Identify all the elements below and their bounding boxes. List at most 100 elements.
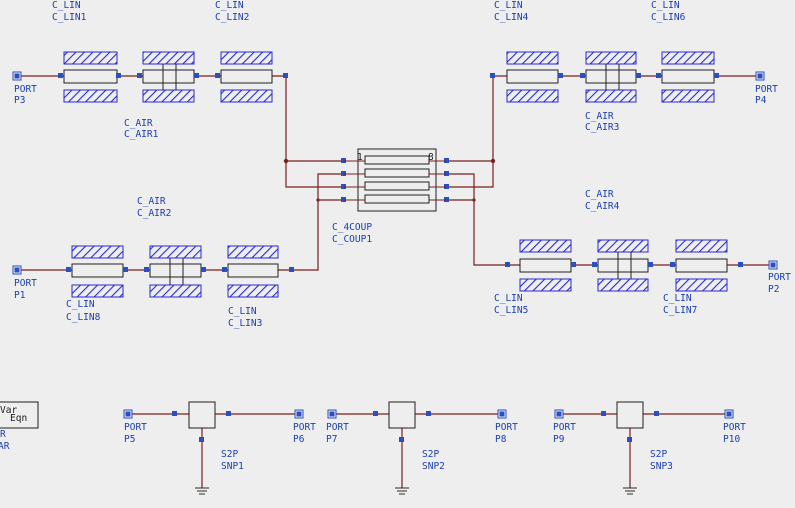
wire[interactable] xyxy=(272,75,344,162)
pin xyxy=(116,73,121,78)
pin xyxy=(738,262,743,267)
wire[interactable] xyxy=(285,161,344,188)
label-c-coup1-name: C_COUP1 xyxy=(332,234,372,245)
c-air4-component[interactable] xyxy=(597,239,649,292)
c-lin3-component[interactable] xyxy=(227,245,279,298)
c-lin1-component[interactable] xyxy=(63,51,118,103)
pin xyxy=(654,411,659,416)
port-p1[interactable] xyxy=(12,265,22,275)
port-p9[interactable] xyxy=(554,409,564,419)
label-port-p4-type: PORT xyxy=(755,84,778,95)
pin xyxy=(144,267,149,272)
label-port-p3-name: P3 xyxy=(14,95,25,106)
pin xyxy=(601,411,606,416)
label-port-p8-type: PORT xyxy=(495,422,518,433)
label-c-lin6-type: C_LIN xyxy=(651,0,680,11)
snp1-component[interactable] xyxy=(188,401,216,429)
label-port-p4-name: P4 xyxy=(755,95,767,106)
label-port-p7-type: PORT xyxy=(326,422,349,433)
c-lin5-component[interactable] xyxy=(519,239,572,292)
junction-dot xyxy=(490,158,496,164)
pin xyxy=(444,197,449,202)
snp3-component[interactable] xyxy=(616,401,644,429)
label-port-p10-type: PORT xyxy=(723,422,746,433)
pin xyxy=(444,171,449,176)
pin xyxy=(123,267,128,272)
pin xyxy=(194,73,199,78)
label-c-lin1-name: C_LIN1 xyxy=(52,12,87,23)
c-lin8-component[interactable] xyxy=(71,245,124,298)
c-air2-component[interactable] xyxy=(149,245,202,298)
c-lin4-component[interactable] xyxy=(506,51,559,103)
ground-symbols xyxy=(195,487,637,495)
pin xyxy=(558,73,563,78)
label-port-p9-type: PORT xyxy=(553,422,576,433)
var-eqn-block[interactable]: Var Eqn xyxy=(0,401,39,429)
pin xyxy=(444,184,449,189)
label-port-p1-name: P1 xyxy=(14,290,26,301)
port-p7[interactable] xyxy=(327,409,337,419)
label-snp3-type: S2P xyxy=(650,449,667,460)
wire[interactable] xyxy=(446,173,520,266)
label-port-p5-type: PORT xyxy=(124,422,147,433)
label-c-lin7-type: C_LIN xyxy=(663,293,692,304)
label-port-p2-type: PORT xyxy=(768,272,791,283)
component-labels: C_LIN C_LIN1 C_LIN C_LIN2 C_LIN C_LIN4 C… xyxy=(0,0,791,472)
pin xyxy=(137,73,142,78)
c-4coup-component[interactable]: 1 8 xyxy=(344,148,446,212)
pin xyxy=(341,184,346,189)
label-c-lin4-type: C_LIN xyxy=(494,0,523,11)
wire[interactable] xyxy=(446,75,507,162)
port-p4[interactable] xyxy=(755,71,765,81)
pin xyxy=(505,262,510,267)
label-c-air1-type: C_AIR xyxy=(124,118,153,129)
pin xyxy=(373,411,378,416)
pin xyxy=(289,267,294,272)
pin xyxy=(341,158,346,163)
label-c-lin6-name: C_LIN6 xyxy=(651,12,686,23)
wire[interactable] xyxy=(278,173,344,271)
label-c-lin8-type: C_LIN xyxy=(66,299,95,310)
label-c-lin4-name: C_LIN4 xyxy=(494,12,529,23)
label-c-air2-type: C_AIR xyxy=(137,196,166,207)
pin xyxy=(426,411,431,416)
pin xyxy=(283,73,288,78)
label-c-lin1-type: C_LIN xyxy=(52,0,81,11)
label-c-lin2-type: C_LIN xyxy=(215,0,244,11)
port-p6[interactable] xyxy=(294,409,304,419)
label-partial-var-name: AR xyxy=(0,441,10,452)
ports xyxy=(12,71,778,419)
label-c-air2-name: C_AIR2 xyxy=(137,208,171,219)
label-port-p10-name: P10 xyxy=(723,434,740,445)
c-air3-component[interactable] xyxy=(585,51,637,103)
junction-dot xyxy=(283,158,289,164)
pin xyxy=(341,197,346,202)
port-p2[interactable] xyxy=(768,260,778,270)
pin xyxy=(670,262,675,267)
c-lin2-component[interactable] xyxy=(220,51,273,103)
junction-dot xyxy=(472,198,476,202)
pin xyxy=(592,262,597,267)
port-p5[interactable] xyxy=(123,409,133,419)
label-c-air4-type: C_AIR xyxy=(585,189,614,200)
c-lin7-component[interactable] xyxy=(675,239,728,292)
pin xyxy=(648,262,653,267)
snp2-component[interactable] xyxy=(388,401,416,429)
label-snp3-name: SNP3 xyxy=(650,461,673,472)
label-port-p6-name: P6 xyxy=(293,434,305,445)
c-air1-component[interactable] xyxy=(142,51,195,103)
c-lin6-component[interactable] xyxy=(661,51,715,103)
label-c-air4-name: C_AIR4 xyxy=(585,201,620,212)
port-p3[interactable] xyxy=(12,71,22,81)
wire[interactable] xyxy=(446,161,494,188)
pin xyxy=(58,73,63,78)
pin xyxy=(201,267,206,272)
label-port-p6-type: PORT xyxy=(293,422,316,433)
pin xyxy=(215,73,220,78)
var-label: Var xyxy=(0,405,17,416)
label-port-p3-type: PORT xyxy=(14,84,37,95)
pin xyxy=(444,158,449,163)
port-p10[interactable] xyxy=(724,409,734,419)
port-p8[interactable] xyxy=(497,409,507,419)
